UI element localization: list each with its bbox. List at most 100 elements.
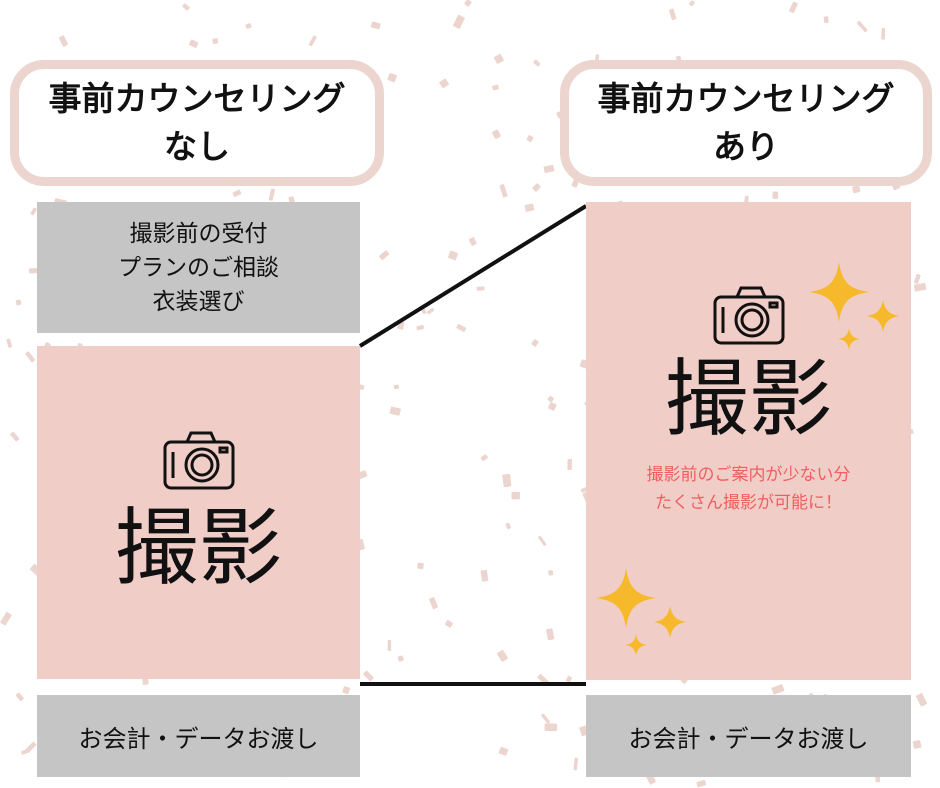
- confetti-dot: [21, 748, 31, 755]
- confetti-dot: [915, 693, 928, 707]
- left-header-line-2: なし: [164, 127, 230, 166]
- confetti-dot: [30, 207, 37, 216]
- confetti-dot: [397, 655, 404, 662]
- confetti-dot: [387, 72, 397, 83]
- confetti-dot: [913, 282, 927, 292]
- confetti-dot: [58, 35, 69, 47]
- confetti-dot: [505, 522, 511, 530]
- confetti-dot: [389, 406, 401, 416]
- confetti-dot: [696, 780, 707, 788]
- confetti-dot: [6, 338, 13, 348]
- confetti-dot: [439, 78, 449, 89]
- right-note-line-2: たくさん撮影が可能に！: [655, 493, 842, 513]
- confetti-dot: [363, 670, 374, 682]
- left-pre-steps-box: 撮影前の受付 プランのご相談 衣装選び: [37, 202, 360, 333]
- right-header-line-1: 事前カウンセリング: [597, 79, 895, 118]
- sparkle-icon: [809, 262, 899, 350]
- confetti-dot: [444, 620, 453, 628]
- confetti-dot: [546, 628, 555, 641]
- confetti-dot: [689, 0, 695, 7]
- confetti-dot: [524, 203, 535, 212]
- confetti-dot: [669, 8, 677, 21]
- confetti-dot: [189, 39, 199, 48]
- confetti-dot: [771, 684, 785, 695]
- right-note-line-1: 撮影前のご案内が少ない分: [646, 465, 851, 485]
- right-header: 事前カウンセリング あり: [560, 60, 932, 186]
- pre-step-plan-consult: プランのご相談: [118, 254, 279, 281]
- confetti-dot: [480, 569, 489, 582]
- confetti-dot: [342, 686, 350, 695]
- confetti-dot: [476, 286, 485, 291]
- confetti-dot: [453, 14, 465, 29]
- confetti-dot: [480, 454, 488, 462]
- confetti-dot: [567, 458, 572, 471]
- confetti-dot: [548, 402, 557, 411]
- confetti-dot: [856, 20, 868, 33]
- right-footer-box: お会計・データお渡し: [586, 695, 911, 777]
- confetti-dot: [25, 351, 35, 363]
- confetti-dot: [142, 677, 149, 686]
- right-shoot-label: 撮影: [664, 350, 833, 448]
- left-shoot-label: 撮影: [114, 498, 283, 597]
- confetti-dot: [532, 183, 541, 192]
- confetti-dot: [526, 135, 534, 143]
- confetti-dot: [492, 84, 499, 91]
- left-header: 事前カウンセリング なし: [10, 60, 384, 186]
- confetti-dot: [245, 23, 252, 29]
- left-footer-label: お会計・データお渡し: [78, 724, 319, 753]
- confetti-dot: [914, 273, 921, 284]
- confetti-dot: [370, 21, 381, 30]
- camera-icon: [713, 286, 784, 345]
- confetti-dot: [416, 324, 425, 331]
- confetti-dot: [387, 640, 392, 651]
- pre-step-costume: 衣装選び: [152, 288, 245, 315]
- confetti-dot: [496, 649, 508, 662]
- confetti-dot: [0, 612, 12, 626]
- confetti-dot: [912, 740, 922, 749]
- confetti-dot: [492, 129, 501, 140]
- sparkle-icon: [596, 568, 686, 656]
- confetti-dot: [468, 237, 477, 246]
- confetti-dot: [538, 535, 547, 546]
- confetti-dot: [543, 164, 555, 173]
- confetti-dot: [357, 470, 368, 479]
- confetti-dot: [533, 59, 541, 67]
- confetti-dot: [417, 562, 424, 570]
- right-footer-label: お会計・データお渡し: [628, 724, 869, 753]
- confetti-dot: [881, 27, 886, 40]
- confetti-dot: [268, 188, 275, 201]
- confetti-dot: [429, 597, 438, 610]
- confetti-dot: [789, 1, 798, 14]
- confetti-dot: [823, 16, 829, 24]
- confetti-dot: [544, 723, 558, 732]
- confetti-dot: [464, 0, 472, 7]
- confetti-dot: [15, 692, 24, 702]
- confetti-dot: [548, 570, 554, 576]
- confetti-dot: [547, 395, 554, 403]
- camera-icon: [163, 431, 234, 489]
- confetti-dot: [502, 473, 512, 488]
- confetti-dot: [565, 675, 573, 683]
- confetti-dot: [448, 250, 459, 261]
- confetti-dot: [493, 53, 504, 64]
- right-header-line-2: あり: [713, 127, 779, 166]
- confetti-dot: [573, 757, 579, 771]
- confetti-dot: [182, 3, 190, 11]
- confetti-dot: [456, 323, 467, 332]
- confetti-dot: [10, 431, 20, 442]
- left-footer-box: お会計・データお渡し: [37, 695, 360, 777]
- confetti-dot: [15, 299, 22, 306]
- confetti-dot: [232, 189, 242, 197]
- confetti-dot: [511, 491, 520, 500]
- upper-connector-line: [358, 204, 588, 348]
- left-shoot-box: 撮影: [37, 346, 360, 679]
- confetti-dot: [379, 250, 390, 261]
- right-note: 撮影前のご案内が少ない分 たくさん撮影が可能に！: [647, 461, 851, 517]
- confetti-dot: [308, 35, 317, 47]
- confetti-dot: [852, 185, 861, 194]
- left-header-line-1: 事前カウンセリング: [48, 79, 346, 118]
- confetti-dot: [393, 384, 400, 390]
- confetti-dot: [426, 307, 435, 315]
- confetti-dot: [499, 184, 508, 198]
